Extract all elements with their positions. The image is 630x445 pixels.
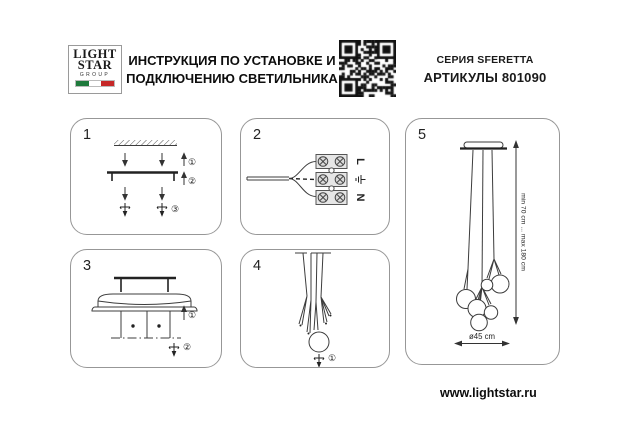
lightstar-logo: LIGHT STAR GROUP <box>68 45 122 94</box>
title-line-1: ИНСТРУКЦИЯ ПО УСТАНОВКЕ И <box>128 53 336 68</box>
qr-code <box>339 40 396 97</box>
screw-icon <box>169 343 179 357</box>
step-2-number: 2 <box>253 127 262 143</box>
step-4-diagram: ① <box>241 250 336 367</box>
step-1-number: 1 <box>83 127 92 143</box>
step-4-callout-1: ① <box>328 353 336 363</box>
down-arrow-icon <box>122 153 165 167</box>
website-url: www.lightstar.ru <box>440 386 537 400</box>
ceiling-hatch-icon <box>114 140 177 146</box>
cable-icon <box>247 177 289 180</box>
step-5-diagram: min 70 cm ... max 180 cm ø45 cm <box>454 140 527 347</box>
italian-flag-icon <box>75 80 115 87</box>
screw-icon <box>120 203 167 217</box>
screw-icon <box>314 354 324 367</box>
canopy-icon <box>460 142 507 149</box>
mounting-bracket-icon <box>114 278 176 292</box>
title-line-2: ПОДКЛЮЧЕНИЮ СВЕТИЛЬНИКА <box>126 71 338 86</box>
line-label: L <box>354 158 366 165</box>
step-1-panel: 1 <box>70 118 222 235</box>
glass-sphere-cluster-icon <box>457 275 510 331</box>
logo-group: GROUP <box>79 72 111 78</box>
step-4-panel: 4 ① <box>240 249 390 368</box>
logo-star: STAR <box>77 58 113 72</box>
step-5-panel: 5 <box>405 118 560 365</box>
articles-label: АРТИКУЛЫ 801090 <box>423 70 547 85</box>
step-4-number: 4 <box>253 258 262 274</box>
step-1-callout-2: ② <box>188 176 196 186</box>
neutral-label: N <box>354 194 366 202</box>
canopy-icon <box>92 294 197 311</box>
step-1-diagram: ③ ① ② <box>71 140 196 217</box>
step-2-panel: 2 <box>240 118 390 235</box>
step-1-callout-1: ① <box>188 157 196 167</box>
page-title: ИНСТРУКЦИЯ ПО УСТАНОВКЕ И ПОДКЛЮЧЕНИЮ СВ… <box>126 52 338 88</box>
canopy-base-icon <box>111 311 181 338</box>
diameter-label: ø45 cm <box>469 332 495 341</box>
logo-light: LIGHT <box>73 47 117 61</box>
step-1-callout-3: ③ <box>171 204 179 214</box>
wires-icon <box>289 162 316 197</box>
height-range-label: min 70 cm ... max 180 cm <box>520 193 527 271</box>
glass-sphere-icon <box>309 332 329 352</box>
step-3-diagram: ① ② <box>71 250 221 357</box>
down-arrow-icon <box>122 187 165 201</box>
up-arrow-icon <box>181 305 187 321</box>
step-3-callout-1: ① <box>188 310 196 320</box>
ground-icon <box>356 175 366 184</box>
step-3-number: 3 <box>83 258 92 274</box>
step-5-number: 5 <box>418 127 427 143</box>
step-3-panel: 3 ① ② <box>70 249 222 368</box>
height-dimension-icon <box>513 140 519 325</box>
diameter-dimension-icon <box>454 340 510 347</box>
pendant-cords-icon <box>468 150 494 287</box>
terminal-block-icon <box>316 155 347 205</box>
step-3-callout-2: ② <box>183 342 191 352</box>
step-2-diagram: L N <box>241 119 366 234</box>
series-block: СЕРИЯ SFERETTA АРТИКУЛЫ 801090 <box>406 54 564 85</box>
cone-holders-icon <box>299 296 332 335</box>
pendant-cords-icon <box>295 253 331 302</box>
up-arrow-icon <box>181 152 187 186</box>
series-label: СЕРИЯ SFERETTA <box>436 54 534 66</box>
mounting-bracket-icon <box>107 173 178 182</box>
